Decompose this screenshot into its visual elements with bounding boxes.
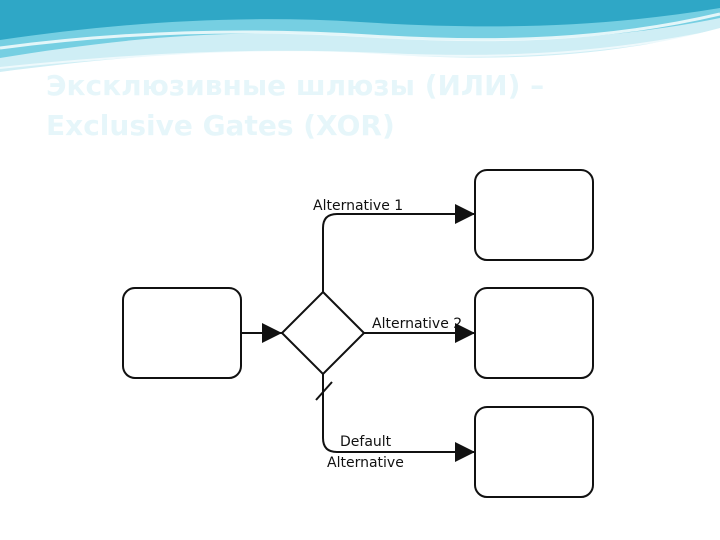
- default-flow-slash-marker: [315, 381, 333, 401]
- slide-title-line-1: Эксклюзивные шлюзы (ИЛИ) –: [46, 69, 545, 102]
- default-alternative-label-line-1: Default: [340, 434, 392, 450]
- default-alternative-flow-arrow: [322, 374, 475, 462]
- wave-band-dark: [0, 0, 720, 40]
- default-alternative-task-box: [474, 406, 594, 498]
- slide-title-line-2: Exclusive Gates (XOR): [46, 109, 395, 142]
- wave-soft-line: [0, 29, 720, 69]
- wave-highlight-line: [0, 12, 720, 50]
- decorative-wave-header: [0, 0, 720, 72]
- alternative-1-flow-arrow: [322, 204, 475, 292]
- source-task-box: [122, 287, 242, 379]
- alternative-1-label: Alternative 1: [313, 198, 403, 214]
- alternative-2-task-box: [474, 287, 594, 379]
- alternative-2-label: Alternative 2: [372, 316, 462, 332]
- bpmn-flow-diagram: Alternative 1 Alternative 2 Default Alte…: [122, 169, 594, 498]
- xor-gateway-diagram: Alternative 1 Alternative 2 Default Alte…: [118, 158, 602, 506]
- slide-title: Эксклюзивные шлюзы (ИЛИ) – Exclusive Gat…: [46, 66, 686, 146]
- exclusive-gateway-diamond: [280, 290, 366, 376]
- default-alternative-label-line-2: Alternative: [327, 455, 404, 471]
- alternative-1-task-box: [474, 169, 594, 261]
